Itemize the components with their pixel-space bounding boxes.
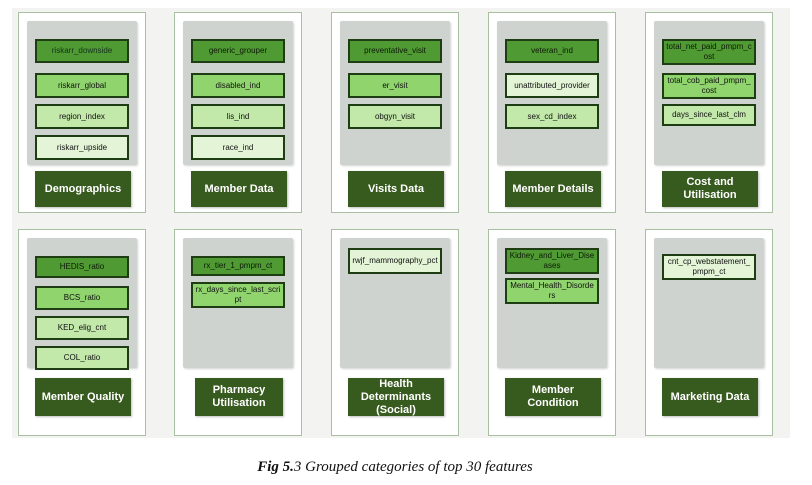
feature-container: generic_grouper disabled_ind lis_ind race_i… [183, 21, 293, 165]
category-label: Member Details [505, 171, 601, 207]
feature-box: disabled_ind [191, 73, 285, 98]
feature-box: total_net_paid_pmpm_cost [662, 39, 756, 65]
feature-box: preventative_visit [348, 39, 442, 63]
feature-box: HEDIS_ratio [35, 256, 129, 278]
feature-box: days_since_last_clm [662, 104, 756, 126]
category-card: riskarr_downside riskarr_global region_ind… [18, 12, 146, 213]
category-label: Marketing Data [662, 378, 758, 416]
category-label: Member Quality [35, 378, 131, 416]
feature-box: er_visit [348, 73, 442, 98]
feature-box: riskarr_global [35, 73, 129, 98]
feature-container: total_net_paid_pmpm_cost total_cob_paid_p… [654, 21, 764, 165]
category-label: Demographics [35, 171, 131, 207]
feature-box: KED_elig_cnt [35, 316, 129, 340]
feature-box: race_ind [191, 135, 285, 160]
category-card: total_net_paid_pmpm_cost total_cob_paid_p… [645, 12, 773, 213]
category-label: Member Data [191, 171, 287, 207]
category-label: Visits Data [348, 171, 444, 207]
feature-box: generic_grouper [191, 39, 285, 63]
category-card: veteran_ind unattributed_provider sex_cd_i… [488, 12, 616, 213]
feature-box: veteran_ind [505, 39, 599, 63]
feature-box: total_cob_paid_pmpm_cost [662, 73, 756, 99]
feature-box: rx_tier_1_pmpm_ct [191, 256, 285, 276]
category-card: rx_tier_1_pmpm_ct rx_days_since_last_scri… [174, 229, 302, 436]
feature-box: rwjf_mammography_pct [348, 248, 442, 274]
figure-caption: Fig 5.3 Grouped categories of top 30 fea… [0, 459, 790, 476]
caption-prefix: Fig 5. [257, 459, 294, 475]
feature-box: COL_ratio [35, 346, 129, 370]
category-label: Health Determinants (Social) [348, 378, 444, 416]
category-label: Pharmacy Utilisation [195, 378, 283, 416]
feature-container: rwjf_mammography_pct [340, 238, 450, 368]
category-card: generic_grouper disabled_ind lis_ind race_i… [174, 12, 302, 213]
feature-box: obgyn_visit [348, 104, 442, 129]
caption-text: 3 Grouped categories of top 30 features [293, 459, 533, 475]
feature-box: rx_days_since_last_script [191, 282, 285, 308]
feature-container: cnt_cp_webstatement_pmpm_ct [654, 238, 764, 368]
feature-container: riskarr_downside riskarr_global region_ind… [27, 21, 137, 165]
feature-box: BCS_ratio [35, 286, 129, 310]
feature-box: Kidney_and_Liver_Diseases [505, 248, 599, 274]
feature-container: rx_tier_1_pmpm_ct rx_days_since_last_scri… [183, 238, 293, 368]
feature-box: unattributed_provider [505, 73, 599, 98]
feature-box: region_index [35, 104, 129, 129]
feature-container: veteran_ind unattributed_provider sex_cd_i… [497, 21, 607, 165]
feature-box: riskarr_downside [35, 39, 129, 63]
feature-container: preventative_visit er_visit obgyn_visit [340, 21, 450, 165]
feature-box: Mental_Health_Disorders [505, 278, 599, 304]
category-label: Cost and Utilisation [662, 171, 758, 207]
category-label: Member Condition [505, 378, 601, 416]
feature-box: cnt_cp_webstatement_pmpm_ct [662, 254, 756, 280]
feature-box: sex_cd_index [505, 104, 599, 129]
feature-box: lis_ind [191, 104, 285, 129]
feature-box: riskarr_upside [35, 135, 129, 160]
